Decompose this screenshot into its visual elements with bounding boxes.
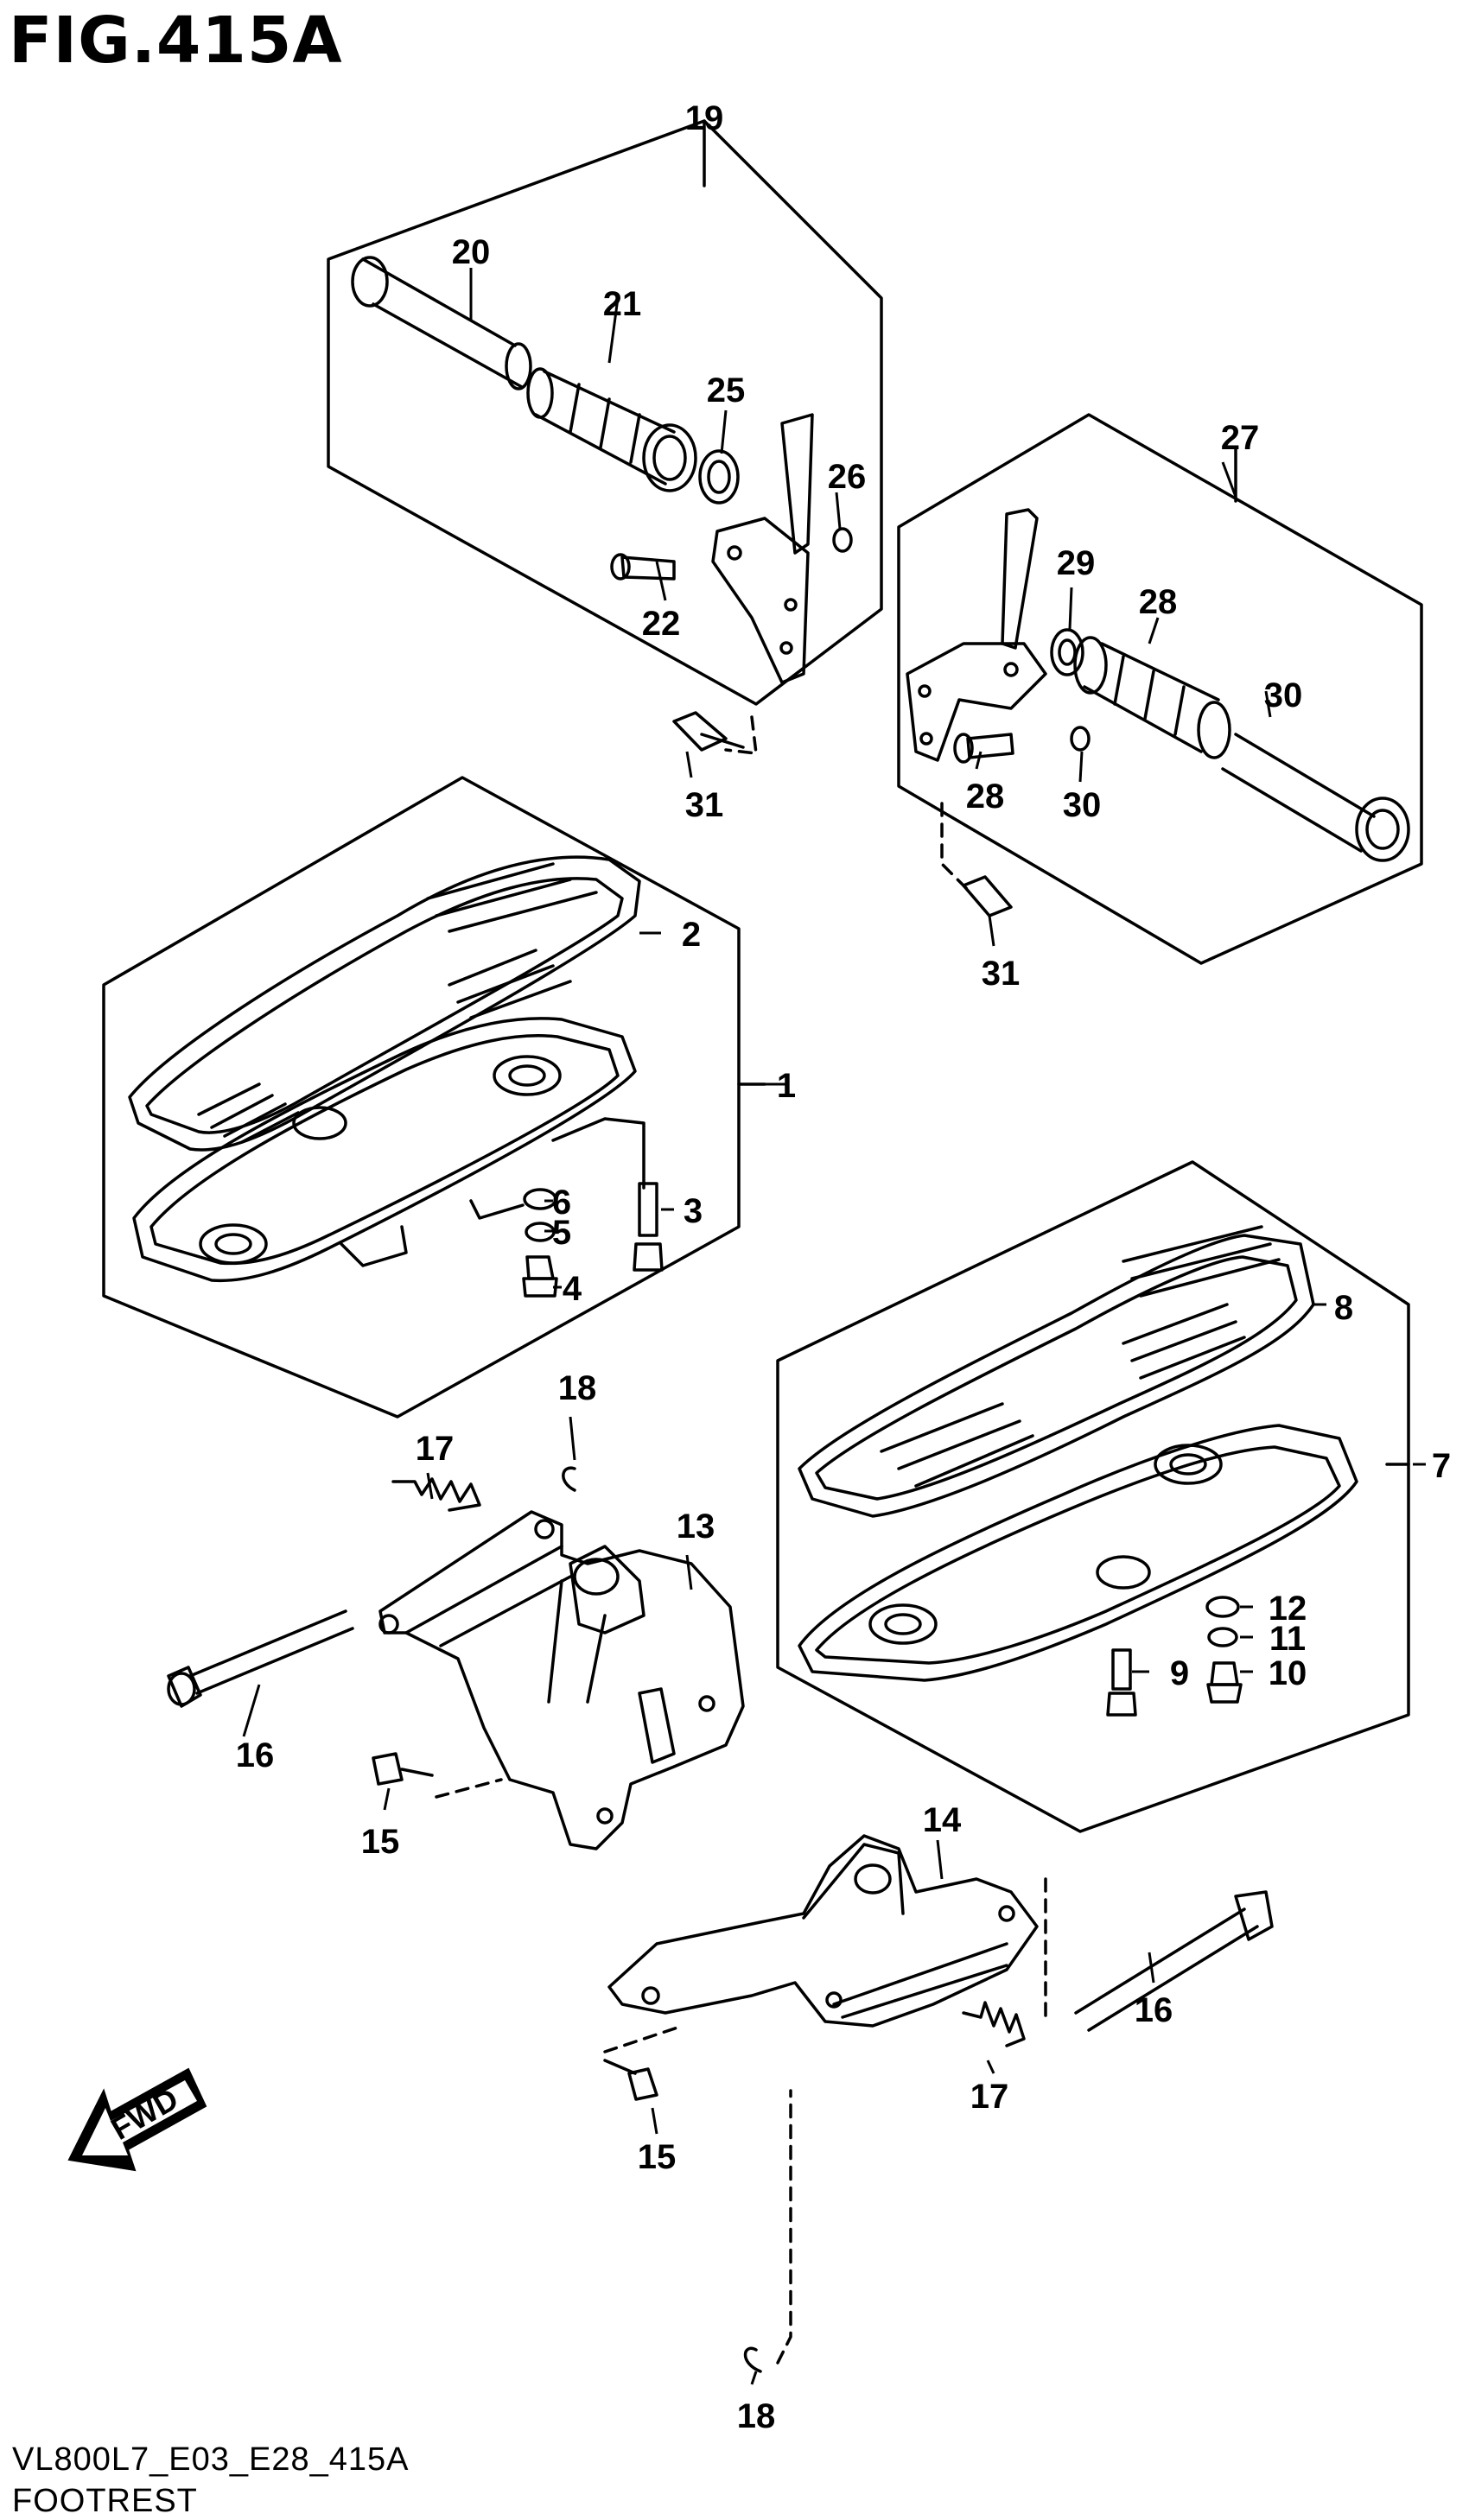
callout-12: 12 xyxy=(1269,1590,1307,1628)
callout-13: 13 xyxy=(677,1508,715,1546)
callout-15b: 15 xyxy=(638,2138,677,2176)
callout-14: 14 xyxy=(923,1801,962,1839)
figure-title: FIG.415A xyxy=(9,3,343,78)
callout-11: 11 xyxy=(1269,1620,1306,1658)
group-19-frame xyxy=(327,119,883,706)
callout-31b: 31 xyxy=(982,955,1021,993)
model-code: VL800L7_E03_E28_415A xyxy=(12,2441,410,2478)
callout-24: 26 xyxy=(828,458,867,496)
callout-26: 30 xyxy=(1264,676,1303,714)
callout-16b: 16 xyxy=(1135,1991,1173,2029)
callout-20: 20 xyxy=(452,233,491,271)
callout-2: 2 xyxy=(682,916,701,954)
callout-6: 6 xyxy=(552,1184,571,1222)
callout-23: 25 xyxy=(707,371,746,409)
callout-1: 1 xyxy=(777,1067,796,1105)
group-1-frame xyxy=(102,776,741,1419)
callout-3: 3 xyxy=(684,1192,703,1230)
callout-7: 7 xyxy=(1432,1447,1451,1485)
callout-19: 19 xyxy=(685,99,724,137)
callout-4: 4 xyxy=(563,1270,582,1308)
callout-17a: 17 xyxy=(416,1430,455,1468)
group-25-frame xyxy=(897,413,1423,965)
callout-28: 28 xyxy=(966,778,1005,816)
callout-18a: 18 xyxy=(558,1369,597,1407)
callout-21: 21 xyxy=(603,285,642,323)
callout-labels: 19 20 21 25 26 22 31 27 29 28 30 28 30 3… xyxy=(236,99,1451,2435)
bracket-13-shape xyxy=(378,1510,745,1850)
callout-25: 27 xyxy=(1221,419,1260,457)
group-7-frame xyxy=(776,1160,1410,1833)
callout-27: 28 xyxy=(1139,583,1178,621)
callout-16a: 16 xyxy=(236,1736,275,1774)
section-name: FOOTREST xyxy=(12,2483,198,2519)
callout-17b: 17 xyxy=(970,2078,1009,2116)
callout-18b: 18 xyxy=(737,2397,776,2435)
callout-15a: 15 xyxy=(361,1823,400,1861)
callout-30: 30 xyxy=(1063,786,1102,824)
callout-31a: 31 xyxy=(685,786,724,824)
bracket-14-shape xyxy=(607,1834,1039,2028)
callout-22: 22 xyxy=(642,605,681,643)
callout-8: 8 xyxy=(1334,1289,1353,1327)
callout-5: 5 xyxy=(552,1214,571,1252)
callout-10: 10 xyxy=(1269,1654,1307,1692)
callout-29: 29 xyxy=(1057,544,1096,582)
fwd-arrow-icon xyxy=(67,2067,207,2172)
callout-9: 9 xyxy=(1170,1654,1189,1692)
